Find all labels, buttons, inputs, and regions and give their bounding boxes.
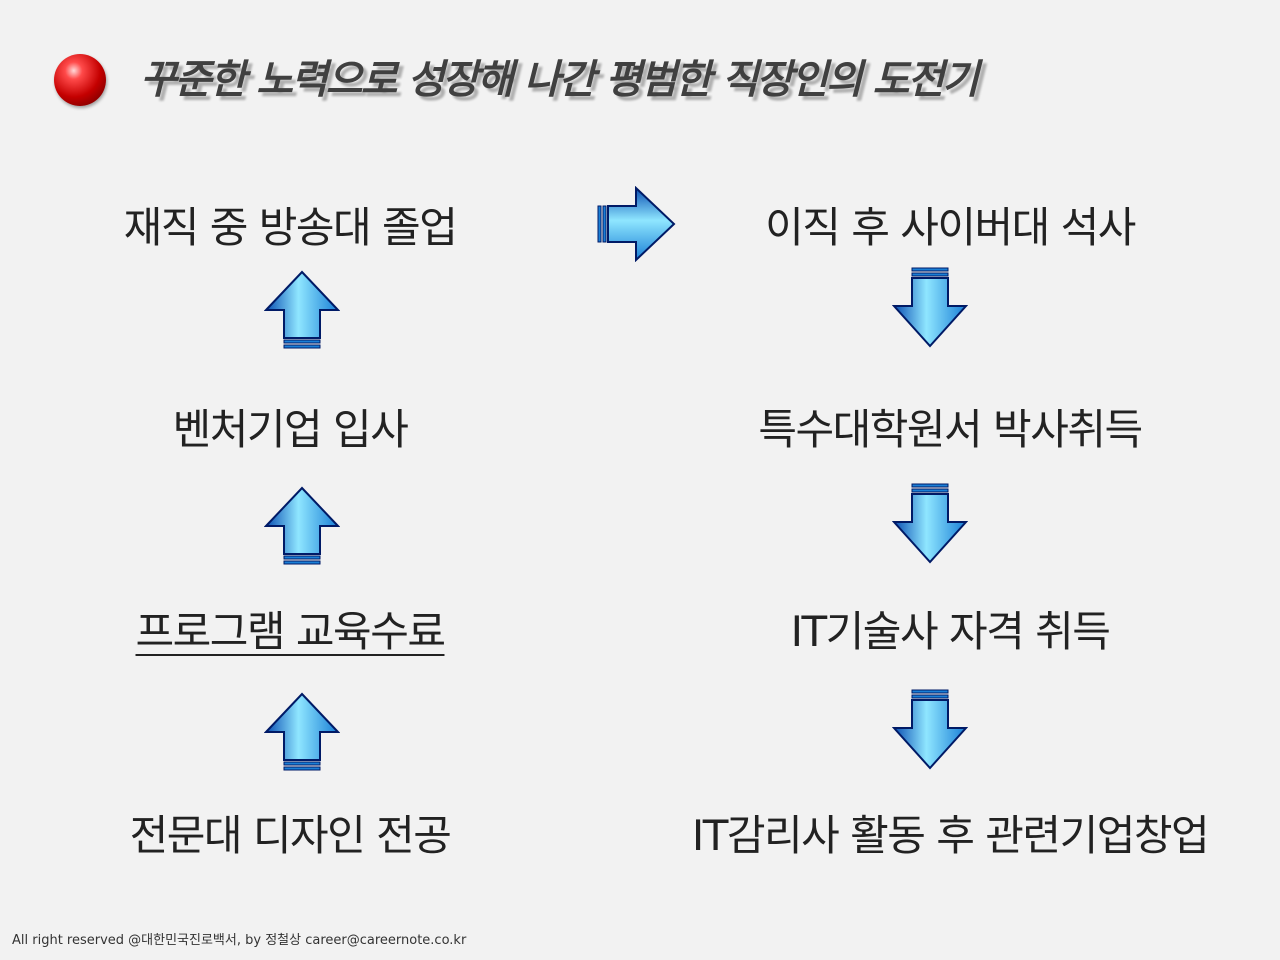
page-title: 꾸준한 노력으로 성장해 나간 평범한 직장인의 도전기 (140, 57, 979, 103)
left-step-2-label: 프로그램 교육수료 (135, 607, 446, 656)
left-step-4: 재직 중 방송대 졸업 (123, 203, 458, 252)
up-arrow-icon (264, 486, 340, 565)
up-arrow-icon (264, 692, 340, 771)
right-step-2: 특수대학원서 박사취득 (758, 405, 1143, 454)
down-arrow-icon (892, 267, 968, 348)
up-arrow-icon (264, 270, 340, 349)
left-step-3: 벤처기업 입사 (172, 405, 409, 454)
footer-copyright: All right reserved @대한민국진로백서, by 정철상 car… (12, 933, 467, 948)
down-arrow-icon (892, 483, 968, 564)
right-step-3: IT기술사 자격 취득 (790, 607, 1111, 656)
left-step-2: 프로그램 교육수료 (60, 602, 520, 662)
right-step-4: IT감리사 활동 후 관련기업창업 (691, 811, 1210, 860)
down-arrow-icon (892, 689, 968, 770)
left-step-1: 전문대 디자인 전공 (129, 811, 452, 860)
right-step-1: 이직 후 사이버대 석사 (765, 203, 1136, 252)
right-arrow-icon (597, 186, 676, 262)
title-bullet-icon (54, 54, 106, 106)
